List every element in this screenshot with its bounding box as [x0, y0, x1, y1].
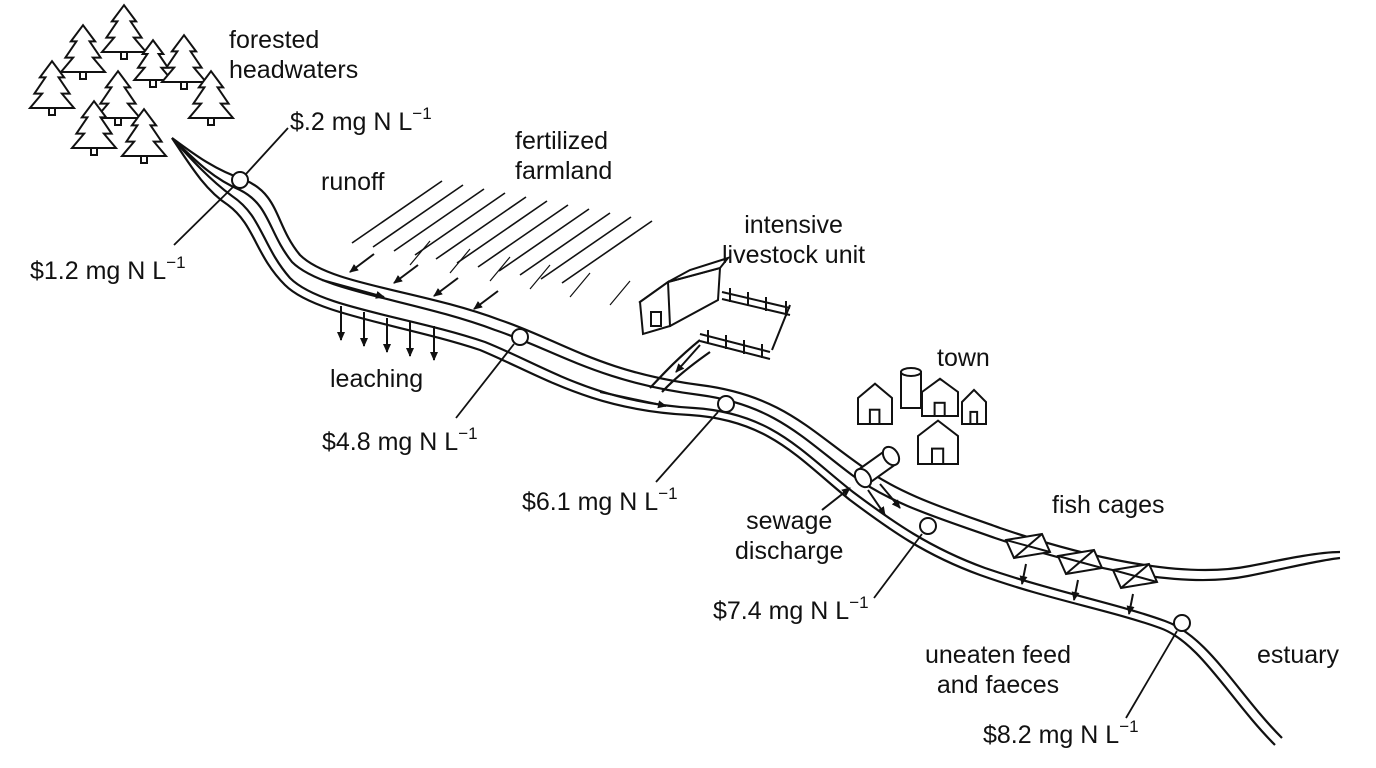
runoff-arrows — [349, 253, 499, 310]
barn-icon — [638, 256, 731, 336]
fish-cages — [1004, 532, 1159, 615]
field-row — [393, 188, 485, 252]
reading-after-livestock: $6.1 mg N L−1 — [522, 484, 678, 516]
sampling-point — [511, 328, 529, 346]
feed-arrow — [1071, 579, 1080, 601]
label-fish-cages: fish cages — [1052, 491, 1165, 519]
runoff-arrow — [433, 277, 459, 297]
conifer-tree-icon — [186, 69, 236, 126]
river-bank-lower — [171, 137, 1276, 746]
label-intensive-livestock-unit: intensive livestock unit — [722, 211, 866, 269]
livestock-runoff-arrow — [675, 344, 701, 373]
field-row — [540, 216, 632, 280]
fish-cage-icon — [1004, 532, 1052, 560]
conifer-tree-icon — [93, 69, 143, 126]
label-estuary: estuary — [1257, 641, 1339, 669]
label-town: town — [937, 344, 990, 372]
flow-arrows — [321, 279, 667, 409]
livestock-fence — [699, 288, 791, 360]
label-uneaten-feed-and-faeces: uneaten feed and faeces — [925, 641, 1071, 699]
conifer-tree-icon — [119, 107, 169, 164]
house-icon — [961, 388, 987, 425]
sampling-leaders — [173, 127, 1178, 719]
farmland-field — [351, 180, 653, 306]
field-row — [449, 248, 471, 274]
feed-arrow — [1126, 593, 1135, 615]
runoff-arrow — [349, 253, 375, 273]
house-icon — [857, 382, 893, 426]
conifer-tree-icon — [159, 33, 209, 90]
field-row — [414, 192, 506, 256]
conifer-tree-icon — [58, 23, 108, 80]
forest-trees — [27, 3, 236, 164]
reading-headwaters: $.2 mg N L−1 — [290, 104, 432, 136]
fish-cage-icon — [1111, 562, 1159, 590]
field-row — [351, 180, 443, 244]
conifer-tree-icon — [99, 3, 149, 60]
reading-estuary: $8.2 mg N L−1 — [983, 717, 1139, 749]
label-leaching: leaching — [330, 365, 424, 393]
sampling-point — [717, 395, 735, 413]
conifer-tree-icon — [132, 38, 174, 88]
fish-cage-icon — [1056, 548, 1104, 576]
conifer-tree-icon — [69, 99, 119, 156]
flow-arrow — [599, 391, 667, 409]
tower-building-icon — [900, 367, 922, 409]
field-row — [498, 208, 590, 272]
sampling-point — [1173, 614, 1191, 632]
label-forested-headwaters: forested headwaters — [229, 26, 359, 84]
leaching-arrows — [337, 306, 438, 361]
field-row — [456, 200, 548, 264]
field-row — [609, 280, 631, 306]
field-row — [372, 184, 464, 248]
house-icon — [917, 419, 959, 466]
label-runoff: runoff — [321, 168, 385, 196]
field-row — [519, 212, 611, 276]
sewage-pipe-icon — [853, 445, 901, 489]
reading-after-town: $7.4 mg N L−1 — [713, 593, 869, 625]
field-row — [561, 220, 653, 284]
label-fertilized-farmland: fertilized farmland — [515, 127, 613, 185]
conifer-tree-icon — [27, 59, 77, 116]
reading-after-farmland: $4.8 mg N L−1 — [322, 424, 478, 456]
feed-arrow — [1019, 563, 1028, 585]
sampling-point — [919, 517, 937, 535]
field-row — [569, 272, 591, 298]
field-row — [489, 256, 511, 282]
field-row — [409, 240, 431, 266]
house-icon — [921, 377, 959, 417]
field-row — [477, 204, 569, 268]
field-row — [529, 264, 551, 290]
field-row — [435, 196, 527, 260]
runoff-arrow — [473, 290, 499, 310]
sewage-arrows — [867, 483, 901, 516]
label-sewage-discharge: sewage discharge — [735, 507, 844, 565]
runoff-arrow — [393, 264, 419, 284]
sampling-points — [231, 171, 1191, 632]
flow-arrow — [321, 279, 385, 299]
sampling-point — [231, 171, 249, 189]
river-bank-lower-inner — [171, 137, 1283, 739]
sewage-label-arrow — [821, 487, 851, 511]
town-houses — [857, 367, 987, 466]
reading-upstream: $1.2 mg N L−1 — [30, 253, 186, 285]
